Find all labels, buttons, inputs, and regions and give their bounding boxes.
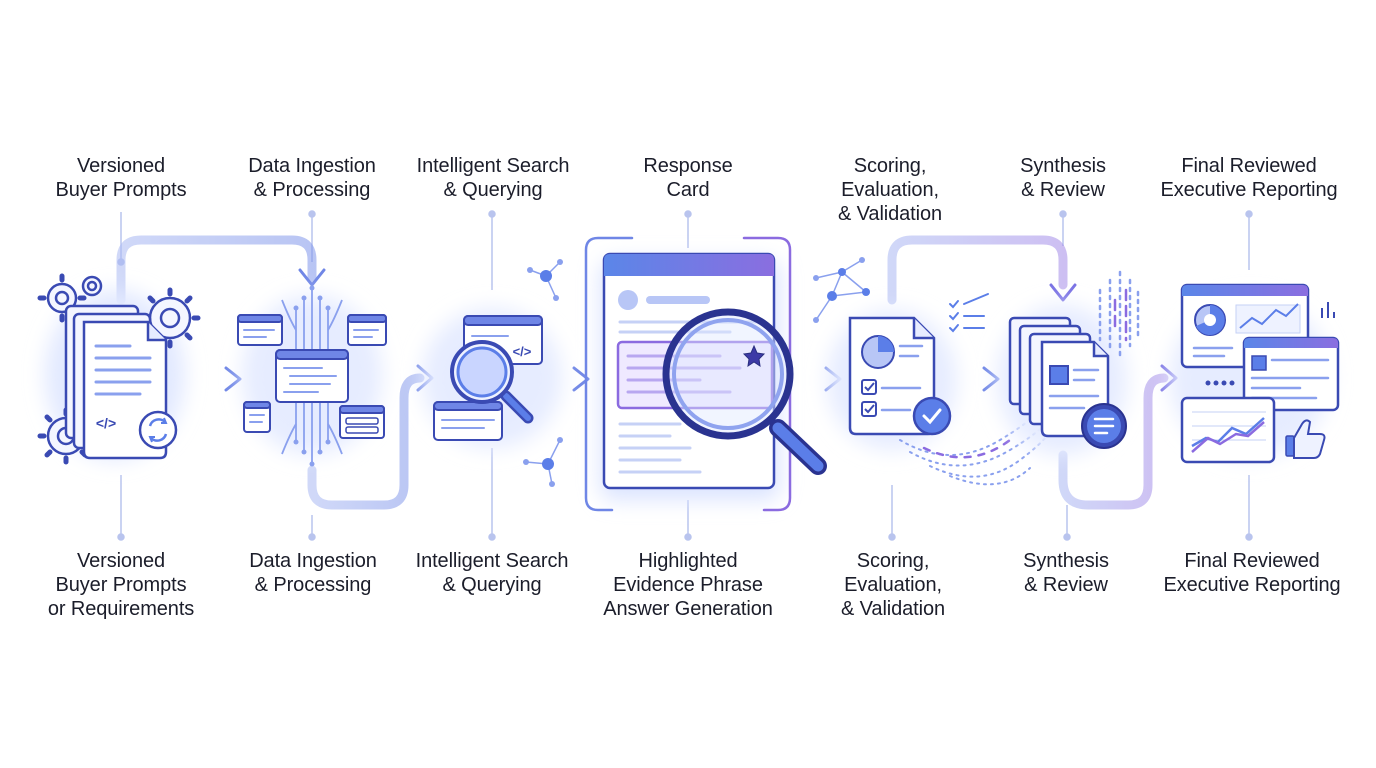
stage-1-bottom-label: Versioned Buyer Prompts or Requirements [47, 550, 195, 620]
label-connectors [117, 210, 1253, 541]
stage-7-bottom-label: Final Reviewed Executive Reporting [1163, 550, 1341, 596]
data-pipeline-icon [237, 285, 387, 467]
stage-4-top-label: Response Card [643, 155, 733, 201]
stage-2-bottom-label: Data Ingestion & Processing [249, 550, 377, 596]
stage-6-bottom-label: Synthesis & Review [1023, 550, 1109, 596]
stage-6-top-label: Synthesis & Review [1020, 155, 1106, 201]
thumbs-up-icon [1285, 419, 1326, 459]
magnifier-icon: </> [422, 259, 563, 487]
stage-3-bottom-label: Intelligent Search & Querying [415, 550, 569, 596]
stage-5-bottom-label: Scoring, Evaluation, & Validation [840, 550, 946, 620]
response-card-icon [584, 236, 827, 512]
dashboard-report-icon [1170, 283, 1340, 464]
flow-arrows [116, 235, 1178, 510]
stage-3-top-label: Intelligent Search & Querying [416, 155, 570, 201]
code-glyph: </> [96, 415, 116, 431]
document-stack-icon [997, 270, 1140, 455]
star-icon [742, 344, 766, 368]
stage-1-top-label: Versioned Buyer Prompts [55, 155, 187, 201]
stage-2-top-label: Data Ingestion & Processing [248, 155, 376, 201]
code-glyph: </> [513, 344, 532, 359]
stage-5-top-label: Scoring, Evaluation, & Validation [837, 155, 943, 225]
stage-4-bottom-label: Highlighted Evidence Phrase Answer Gener… [603, 550, 773, 620]
stage-7-top-label: Final Reviewed Executive Reporting [1160, 155, 1338, 201]
checklist-report-icon [813, 257, 1053, 486]
document-gears-icon: </> [37, 273, 201, 465]
